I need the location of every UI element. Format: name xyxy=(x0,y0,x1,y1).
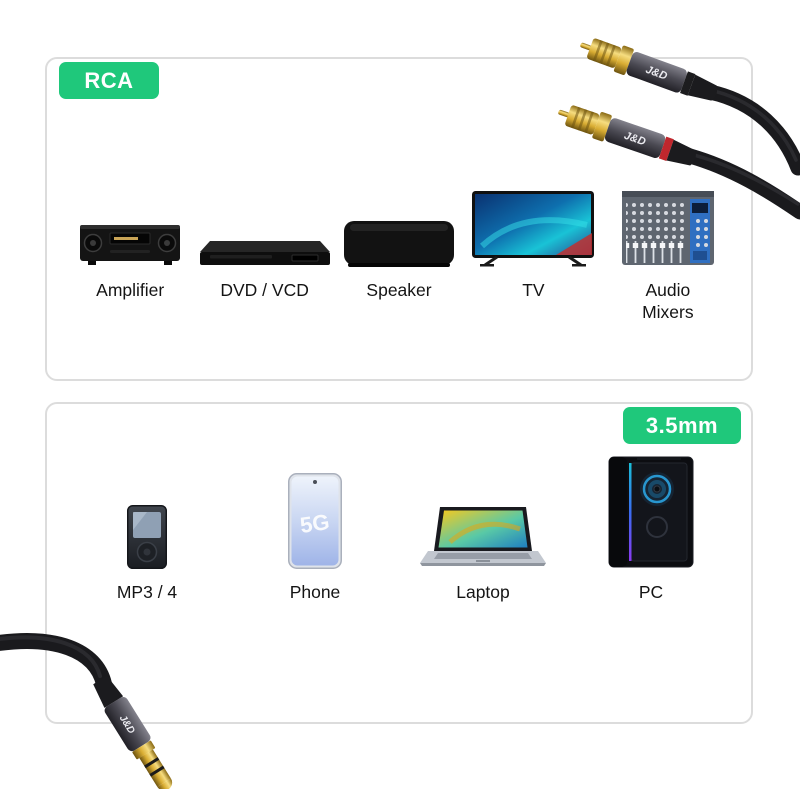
device-label: Amplifier xyxy=(96,280,165,300)
audio-mixer-icon xyxy=(621,191,714,265)
aux-badge: 3.5mm xyxy=(623,407,741,444)
rca-section: RCA xyxy=(45,57,753,381)
dvd-player-icon xyxy=(199,241,330,265)
speaker-icon xyxy=(344,221,455,267)
device-label: DVD / VCD xyxy=(220,280,309,300)
device-label: Audio Mixers xyxy=(642,280,694,322)
phone-screen-text: 5G xyxy=(299,509,332,538)
device-tv: TV xyxy=(466,169,600,324)
device-pc: PC xyxy=(567,456,735,604)
aux-device-row: MP3 / 4 xyxy=(63,456,735,604)
laptop-icon xyxy=(420,507,546,566)
device-mp3: MP3 / 4 xyxy=(63,471,231,604)
device-label: Speaker xyxy=(366,280,432,300)
pc-tower-icon xyxy=(608,456,694,568)
aux-section: 3.5mm xyxy=(45,402,753,724)
device-amplifier: Amplifier xyxy=(63,169,197,324)
device-label: Laptop xyxy=(456,582,510,602)
tv-icon xyxy=(472,191,595,267)
rca-badge: RCA xyxy=(59,62,159,99)
device-label: PC xyxy=(638,582,664,602)
device-dvd: DVD / VCD xyxy=(197,169,331,324)
device-label: TV xyxy=(522,280,545,300)
device-audio-mixer: Audio Mixers xyxy=(601,169,735,324)
device-laptop: Laptop xyxy=(399,471,567,604)
rca-device-row: Amplifier DVD / VCD xyxy=(63,169,735,324)
device-label: MP3 / 4 xyxy=(116,582,178,602)
device-speaker: Speaker xyxy=(332,169,466,324)
device-label: Phone xyxy=(289,582,341,602)
mp3-player-icon xyxy=(127,505,167,569)
amplifier-icon xyxy=(80,225,181,265)
device-phone: 5G Phone xyxy=(231,471,399,604)
phone-icon: 5G xyxy=(288,473,342,569)
